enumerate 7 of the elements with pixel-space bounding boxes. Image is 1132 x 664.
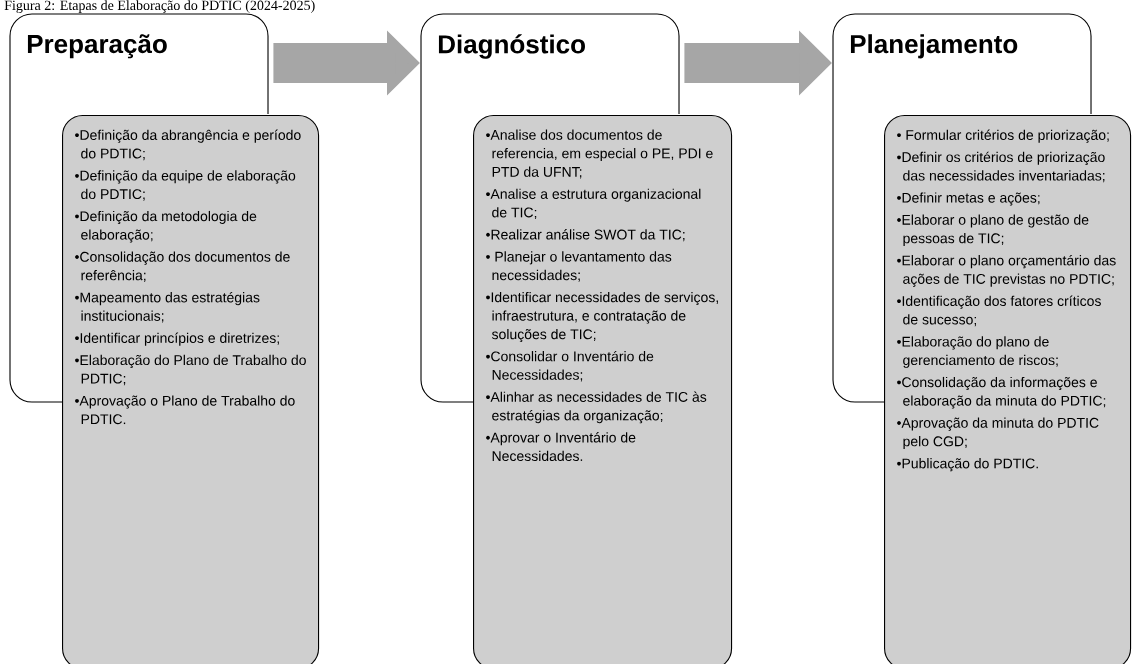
task-list-box: •Definição da abrangência e período do PDTIC; •Definição da equipe de elaboração do PDTIC; •Definição da metodologia de elaboração; •Consolidação dos documentos de referência; •Mapeamento das estratégias institucionais; •Identificar princípios e diretrizes; •Elaboração do Plano de Trabalho do PDTIC; •Aprovação o Plano de Trabalho do PDTIC. bbox=[62, 115, 320, 664]
figure-title: Figura 2: Etapas de Elaboração do PDTIC (2024-2025) bbox=[4, 0, 315, 13]
stage-box: Planejamento bbox=[832, 13, 1092, 115]
stage-box: Diagnóstico bbox=[420, 13, 680, 115]
task-list-box: • Formular critérios de priorização; •Definir os critérios de priorização das necessidades inventariadas; •Definir metas e ações; •Elaborar o plano de gestão de pessoas de TIC; •Elaborar o plano orçamentário das ações de TIC previstas no PDTIC; •Identificação dos fatores críticos de sucesso; •Elaboração do plano de gerenciamento de riscos; •Consolidação da informações e elaboração da minuta do PDTIC; •Aprovação da minuta do PDTIC pelo CGD; •Publicação do PDTIC. bbox=[884, 115, 1132, 664]
task-list-box: •Analise dos documentos de referencia, em especial o PE, PDI e PTD da UFNT; •Analise a estrutura organizacional de TIC; •Realizar análise SWOT da TIC; • Planejar o levantamento das necessidades; •Identificar necessidades de serviços, infraestrutura, e contratação de soluções de TIC; •Consolidar o Inventário de Necessidades; •Alinhar as necessidades de TIC às estratégias da organização; •Aprovar o Inventário de Necessidades. bbox=[473, 115, 733, 664]
stage-box: Preparação bbox=[9, 13, 269, 115]
